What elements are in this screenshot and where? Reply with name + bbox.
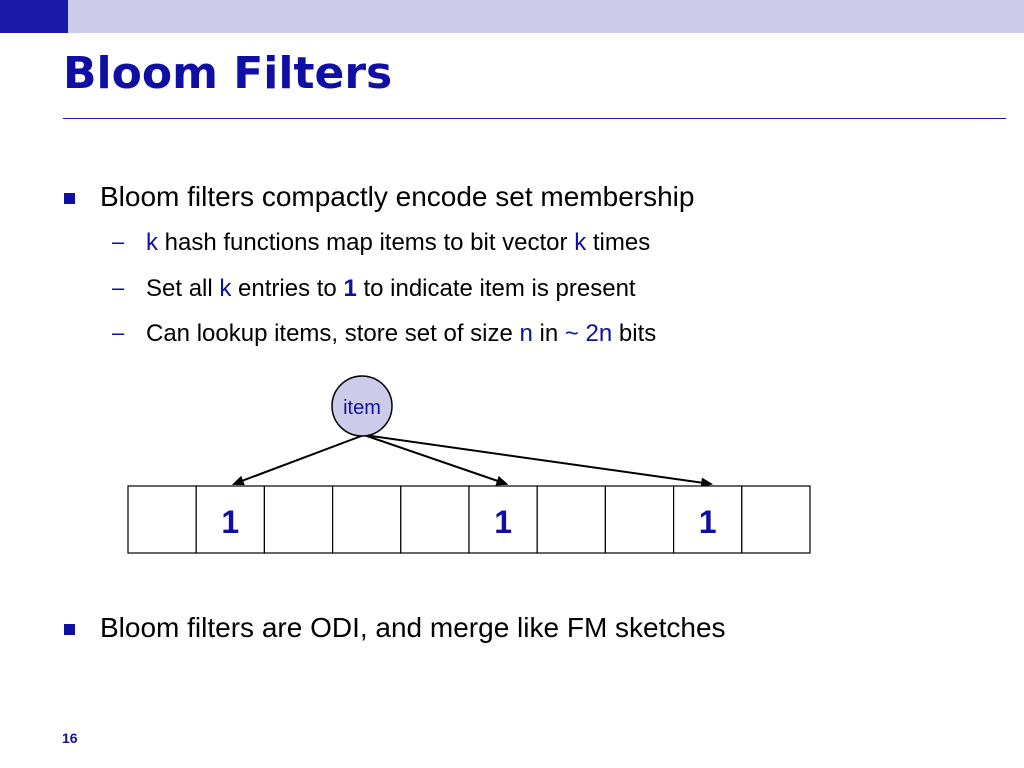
bit-cell <box>127 485 197 554</box>
sub-bullet-3-text: Can lookup items, store set of size n in… <box>146 320 656 347</box>
text-run: ~ 2n <box>564 320 613 347</box>
bit-cell <box>604 485 675 554</box>
text-run: hash functions map items to bit vector <box>158 229 575 256</box>
text-run: entries to <box>231 275 344 302</box>
text-run: k <box>574 229 587 256</box>
sub-bullet-1-text: k hash functions map items to bit vector… <box>146 229 650 256</box>
sub-bullet-1: – k hash functions map items to bit vect… <box>112 229 650 256</box>
sub-bullet-3: – Can lookup items, store set of size n … <box>112 320 656 347</box>
title-underline <box>63 118 1006 119</box>
bullet-2: Bloom filters are ODI, and merge like FM… <box>64 612 726 643</box>
sub-bullet-2: – Set all k entries to 1 to indicate ite… <box>112 275 636 302</box>
bit-value: 1 <box>699 504 717 540</box>
bullet-1: Bloom filters compactly encode set membe… <box>64 181 695 212</box>
bullet-2-text: Bloom filters are ODI, and merge like FM… <box>100 612 726 643</box>
hash-arrow <box>363 434 714 488</box>
square-bullet-icon <box>64 193 75 204</box>
item-node <box>331 375 393 437</box>
text-run: 1 <box>343 275 357 302</box>
dash-icon: – <box>112 275 125 300</box>
dash-icon: – <box>112 229 125 254</box>
bit-cell <box>741 485 811 554</box>
bit-value: 1 <box>221 504 239 540</box>
sub-bullet-2-text: Set all k entries to 1 to indicate item … <box>146 275 636 302</box>
hash-arrow <box>363 434 509 486</box>
text-run: to indicate item is present <box>356 275 636 302</box>
text-run: bits <box>612 320 657 347</box>
text-run: k <box>146 229 158 256</box>
bit-cell <box>332 485 402 554</box>
slide-title: Bloom Filters <box>63 48 393 99</box>
square-bullet-icon <box>64 624 75 635</box>
bit-cell <box>400 485 470 554</box>
text-run: Can lookup items, store set of size <box>146 320 520 347</box>
text-run: Set all <box>146 275 220 302</box>
text-run: n <box>519 320 533 347</box>
bit-vector: 1 1 1 <box>127 485 811 554</box>
bit-cell <box>468 485 538 554</box>
bit-cell <box>263 485 334 554</box>
hash-arrow <box>231 434 365 486</box>
text-run: times <box>586 229 651 256</box>
bit-cell <box>536 485 607 554</box>
bit-cell <box>195 485 265 554</box>
bit-cell <box>672 485 743 554</box>
item-label: item <box>343 397 381 419</box>
bullet-1-text: Bloom filters compactly encode set membe… <box>100 181 695 212</box>
text-run: k <box>219 275 232 302</box>
dash-icon: – <box>112 320 125 345</box>
text-run: in <box>532 320 565 347</box>
hash-arrows <box>231 434 714 488</box>
top-accent-block <box>0 0 68 33</box>
page-number: 16 <box>62 730 78 746</box>
top-band <box>0 0 1024 33</box>
bit-value: 1 <box>494 504 512 540</box>
